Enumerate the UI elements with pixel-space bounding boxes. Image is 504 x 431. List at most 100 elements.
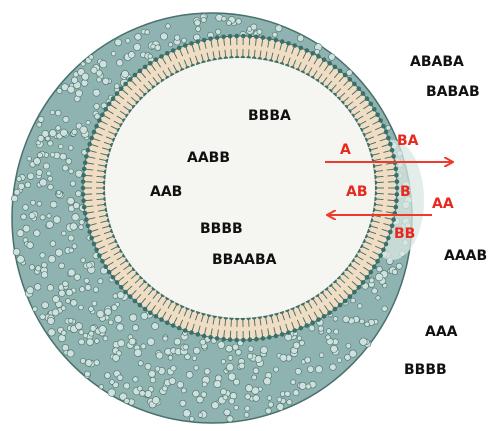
lipid-head [208,335,213,340]
wall-bead [315,366,322,373]
wall-bead [94,104,100,110]
lipid-head [338,303,343,308]
wall-bead [59,144,64,149]
lipid-head [322,314,327,319]
lipid-head [280,39,285,44]
wall-bead [365,322,370,327]
wall-bead [183,344,189,350]
wall-bead [377,266,383,272]
wall-bead [112,305,118,311]
wall-bead [222,17,227,22]
lipid-head [292,43,297,48]
lipid-head [361,280,366,285]
lipid-head [215,336,220,341]
lipid-head [165,320,170,325]
lipid-head [378,118,383,123]
lipid-head [83,160,88,165]
wall-bead [42,302,49,309]
wall-bead [182,38,187,43]
wall-bead [329,54,336,61]
lipid-head [183,43,188,48]
lipid-head [338,69,343,74]
wall-bead [346,343,351,348]
wall-bead [103,78,110,85]
wall-bead [236,349,242,355]
lipid-head [386,236,391,241]
wall-bead [134,44,141,51]
wall-bead [55,110,61,116]
lipid-head [154,57,159,62]
wall-bead [117,292,124,299]
wall-bead [291,380,296,385]
wall-bead [14,189,20,195]
wall-bead [58,335,65,342]
wall-bead [193,390,200,397]
wall-bead [48,141,53,146]
wall-bead [155,367,160,372]
wall-bead [245,406,250,411]
lipid-head [391,217,396,222]
wall-bead [49,130,56,137]
wall-bead [148,54,152,58]
lipid-head [202,38,207,43]
lipid-head [261,35,266,40]
wall-bead [134,349,142,357]
lipid-head [84,154,89,159]
wall-bead [326,329,331,334]
lipid-head [248,337,253,342]
wall-bead [69,248,74,253]
lipid-head [133,73,138,78]
wall-bead [50,110,55,115]
lipid-head [378,253,383,258]
wall-bead [293,390,299,396]
wall-bead [115,39,122,46]
lipid-head [196,39,201,44]
wall-bead [200,339,206,345]
wall-bead [72,244,77,249]
wall-bead [334,329,339,334]
wall-bead [34,158,41,165]
lipid-head [352,82,357,87]
wall-bead [89,306,94,311]
wall-bead [168,355,173,360]
label-bb-red: BB [394,226,415,242]
lipid-head [343,299,348,304]
wall-bead [349,350,356,357]
wall-bead [55,249,62,256]
lipid-head [196,332,201,337]
wall-bead [66,158,72,164]
wall-bead [156,352,163,359]
wall-bead [94,360,100,366]
lipid-head [348,77,353,82]
lipid-head [234,338,239,343]
wall-bead [47,214,51,218]
label-aaab: AAAB [444,248,487,264]
wall-bead [169,378,176,385]
wall-bead [244,412,249,417]
lipid-head [115,91,120,96]
wall-bead [23,205,29,211]
lipid-head [372,264,377,269]
lipid-head [183,328,188,333]
lipid-head [89,136,94,141]
lipid-head [159,317,164,322]
lipid-head [274,334,279,339]
lipid-head [148,61,153,66]
wall-bead [128,51,135,58]
wall-bead [83,333,88,338]
wall-bead [43,163,49,169]
wall-bead [267,396,272,401]
wall-bead [79,330,84,335]
wall-bead [80,358,85,363]
wall-bead [147,338,154,345]
wall-bead [48,176,53,181]
wall-bead [52,296,59,303]
wall-bead [216,29,221,34]
wall-bead [392,269,397,274]
lipid-head [86,148,91,153]
lipid-head [92,242,97,247]
wall-bead [61,330,66,335]
wall-bead [111,51,116,56]
wall-bead [198,413,203,418]
